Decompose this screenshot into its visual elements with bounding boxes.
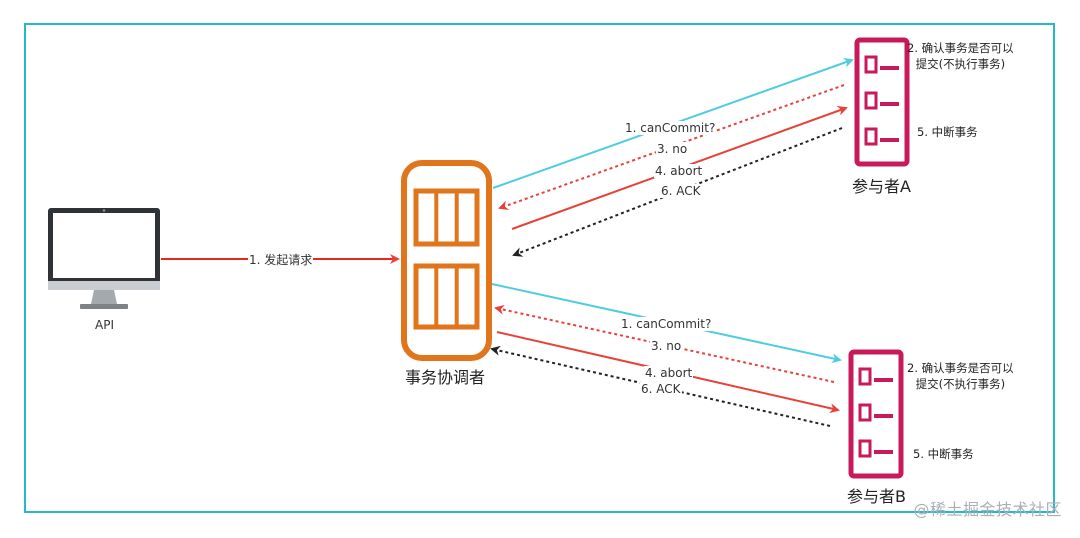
participant-b-confirm-line2: 提交(不执行事务) [915, 377, 1006, 391]
participant-a-confirm-line2: 提交(不执行事务) [915, 57, 1006, 71]
monitor-icon [48, 208, 160, 309]
participant-b-confirm-line1: 2. 确认事务是否可以 [907, 361, 1014, 375]
api-label: API [95, 318, 114, 332]
diagram-frame [24, 23, 1055, 513]
participant-a-confirm-line1: 2. 确认事务是否可以 [907, 41, 1014, 55]
participant-b-icon [848, 349, 904, 479]
participant-a-icon [854, 37, 910, 167]
participant-b-label: 参与者B [847, 487, 906, 506]
b-no-label: 3. no [650, 339, 683, 353]
a-cancommit-label: 1. canCommit? [624, 121, 717, 135]
coordinator-server-icon [401, 160, 492, 361]
participant-b-abort-note: 5. 中断事务 [913, 447, 974, 461]
b-abort-label: 4. abort [644, 366, 694, 380]
participant-a-confirm-note: 2. 确认事务是否可以 提交(不执行事务) [906, 40, 1015, 72]
request-label: 1. 发起请求 [248, 253, 314, 267]
b-ack-label: 6. ACK [640, 382, 682, 396]
b-cancommit-label: 1. canCommit? [620, 317, 713, 331]
a-abort-label: 4. abort [654, 164, 704, 178]
b-no-arrow [494, 304, 835, 383]
b-ack-arrow [490, 345, 831, 427]
coordinator-label: 事务协调者 [405, 368, 486, 387]
watermark: @稀土掘金技术社区 [913, 500, 1062, 519]
a-no-label: 3. no [656, 142, 689, 156]
participant-b-confirm-note: 2. 确认事务是否可以 提交(不执行事务) [906, 360, 1015, 392]
participant-a-abort-note: 5. 中断事务 [917, 125, 978, 139]
participant-a-label: 参与者A [852, 177, 911, 196]
a-ack-label: 6. ACK [660, 184, 702, 198]
